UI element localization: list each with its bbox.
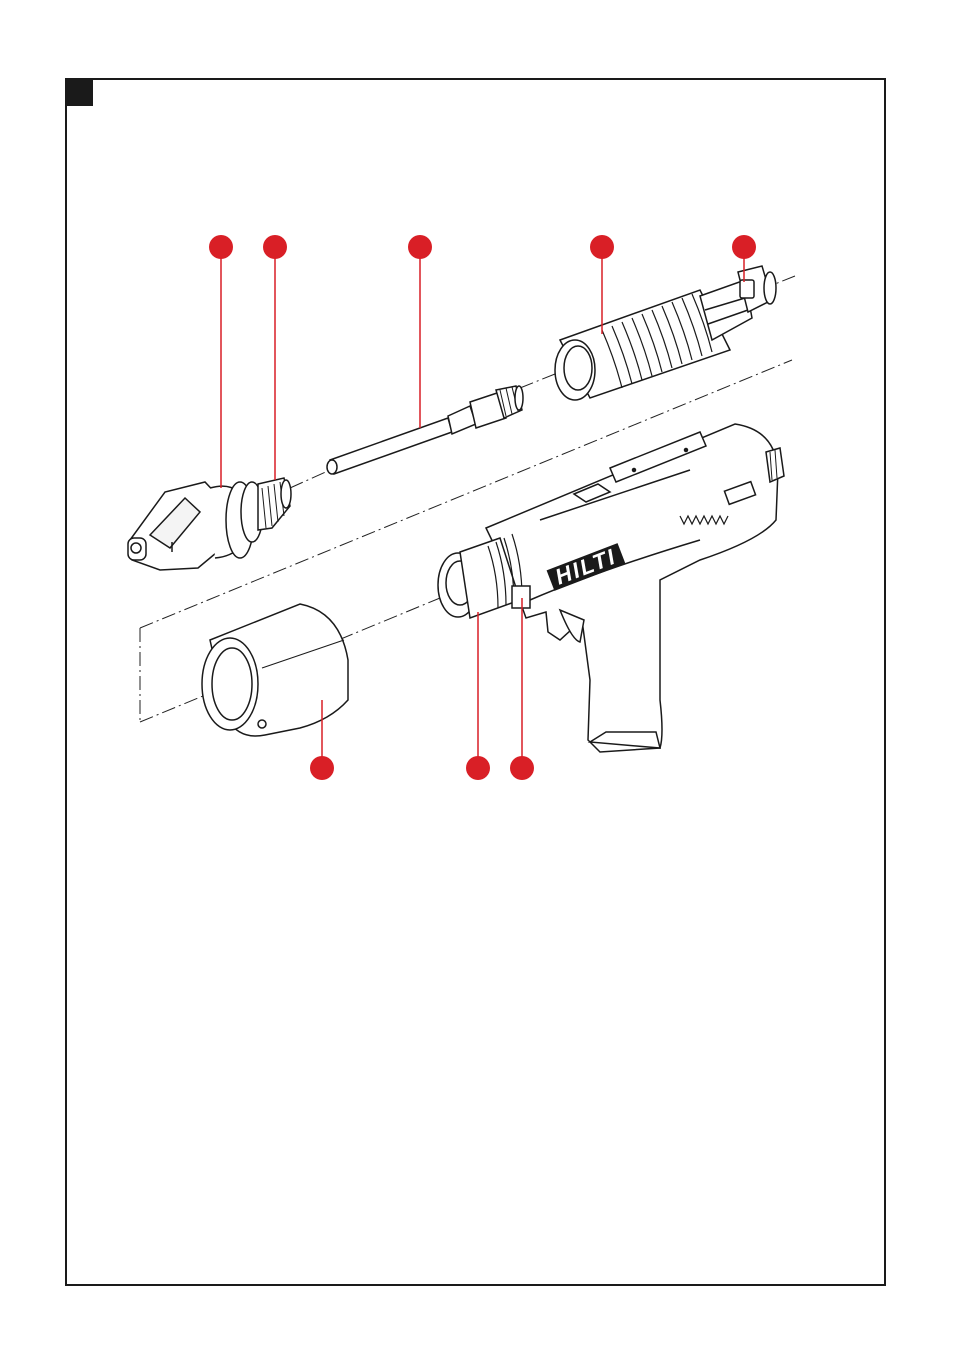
callout-7 xyxy=(466,756,490,780)
callout-1-dot xyxy=(209,235,233,259)
nose-sleeve xyxy=(202,604,348,736)
callout-8-dot xyxy=(510,756,534,780)
callout-5-dot xyxy=(732,235,756,259)
callout-2-dot xyxy=(263,235,287,259)
tool-body xyxy=(438,424,784,752)
callout-7-dot xyxy=(466,756,490,780)
callout-3 xyxy=(408,235,432,259)
callout-8 xyxy=(510,756,534,780)
piston xyxy=(327,386,523,474)
callout-5 xyxy=(732,235,756,259)
callout-6-dot xyxy=(310,756,334,780)
callout-3-dot xyxy=(408,235,432,259)
callout-4-dot xyxy=(590,235,614,259)
callout-2 xyxy=(263,235,287,259)
callout-1 xyxy=(209,235,233,259)
callout-6 xyxy=(310,756,334,780)
callout-4 xyxy=(590,235,614,259)
nose-piece xyxy=(128,478,291,570)
